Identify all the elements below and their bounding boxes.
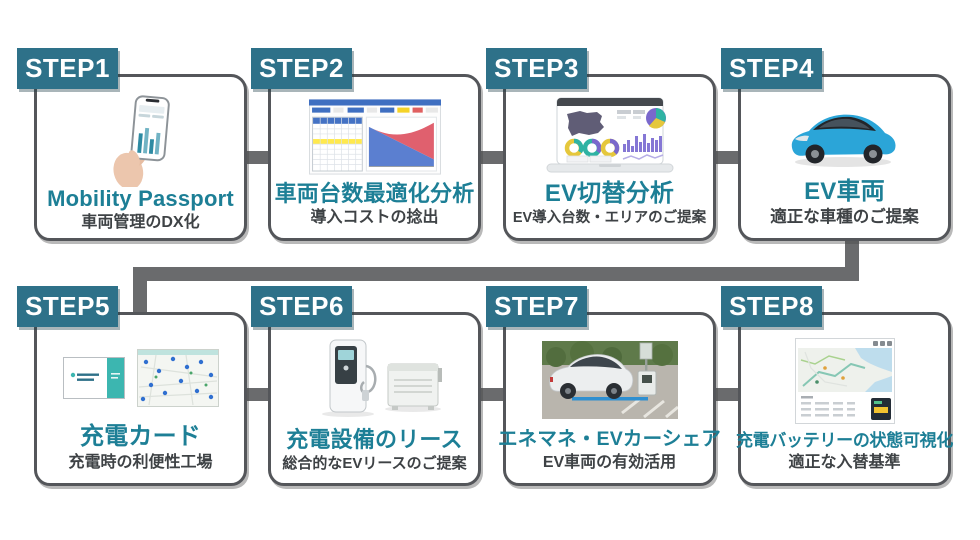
- step1-title: Mobility Passport: [47, 186, 234, 211]
- step8-title: 充電バッテリーの状態可視化: [735, 430, 954, 450]
- connector-step6-step7: [478, 388, 508, 401]
- battery-status-map-dashboard-illustration: [741, 315, 948, 432]
- card-step1: STEP1: [17, 48, 247, 241]
- connector-step5-up: [133, 277, 147, 315]
- step2-title: 車両台数最適化分析: [274, 180, 475, 206]
- step5-title: 充電カード: [80, 423, 201, 451]
- card-step4: STEP4 EV車両 適正な車種のご提案: [721, 48, 951, 241]
- step5-badge: STEP5: [17, 286, 118, 327]
- card-step6: STEP6: [251, 286, 481, 486]
- step7-title: エネマネ・EVカーシェア: [497, 428, 722, 451]
- connector-step1-step2: [243, 151, 273, 164]
- step7-badge: STEP7: [486, 286, 587, 327]
- step6-subtitle: 総合的なEVリースのご提案: [282, 454, 467, 472]
- step2-badge: STEP2: [251, 48, 352, 89]
- step5-subtitle: 充電時の利便性工場: [68, 453, 213, 471]
- blue-ev-car-illustration: [741, 77, 948, 179]
- charging-card-and-map-illustration: [37, 315, 244, 424]
- card-step2: STEP2: [251, 48, 481, 241]
- laptop-dashboard-illustration: [506, 77, 713, 181]
- step4-title: EV車両: [804, 177, 885, 205]
- hand-holding-smartphone-illustration: [37, 77, 244, 187]
- card-step8: STEP8: [721, 286, 954, 486]
- connector-row-wrap-horizontal: [133, 267, 859, 281]
- step2-subtitle: 導入コストの捻出: [310, 208, 439, 226]
- card-step3: STEP3: [486, 48, 716, 241]
- step3-subtitle: EV導入台数・エリアのご提案: [512, 210, 707, 227]
- connector-step3-step4: [713, 151, 743, 164]
- card-step5: STEP5: [17, 286, 247, 486]
- step8-badge: STEP8: [721, 286, 822, 327]
- connector-step7-step8: [713, 388, 743, 401]
- step1-subtitle: 車両管理のDX化: [81, 214, 200, 232]
- step3-badge: STEP3: [486, 48, 587, 89]
- step1-badge: STEP1: [17, 48, 118, 89]
- step4-badge: STEP4: [721, 48, 822, 89]
- step6-title: 充電設備のリース: [286, 426, 463, 452]
- step7-subtitle: EV車両の有効活用: [542, 453, 677, 471]
- connector-step2-step3: [478, 151, 508, 164]
- ev-carshare-parking-photo: [506, 315, 713, 429]
- fleet-optimization-spreadsheet-illustration: [271, 77, 478, 182]
- connector-step5-step6: [243, 388, 273, 401]
- step6-badge: STEP6: [251, 286, 352, 327]
- card-step7: STEP7: [486, 286, 721, 486]
- step8-subtitle: 適正な入替基準: [788, 453, 901, 471]
- ev-charger-equipment-illustration: [271, 315, 478, 428]
- step4-subtitle: 適正な車種のご提案: [770, 208, 919, 227]
- step3-title: EV切替分析: [544, 180, 675, 208]
